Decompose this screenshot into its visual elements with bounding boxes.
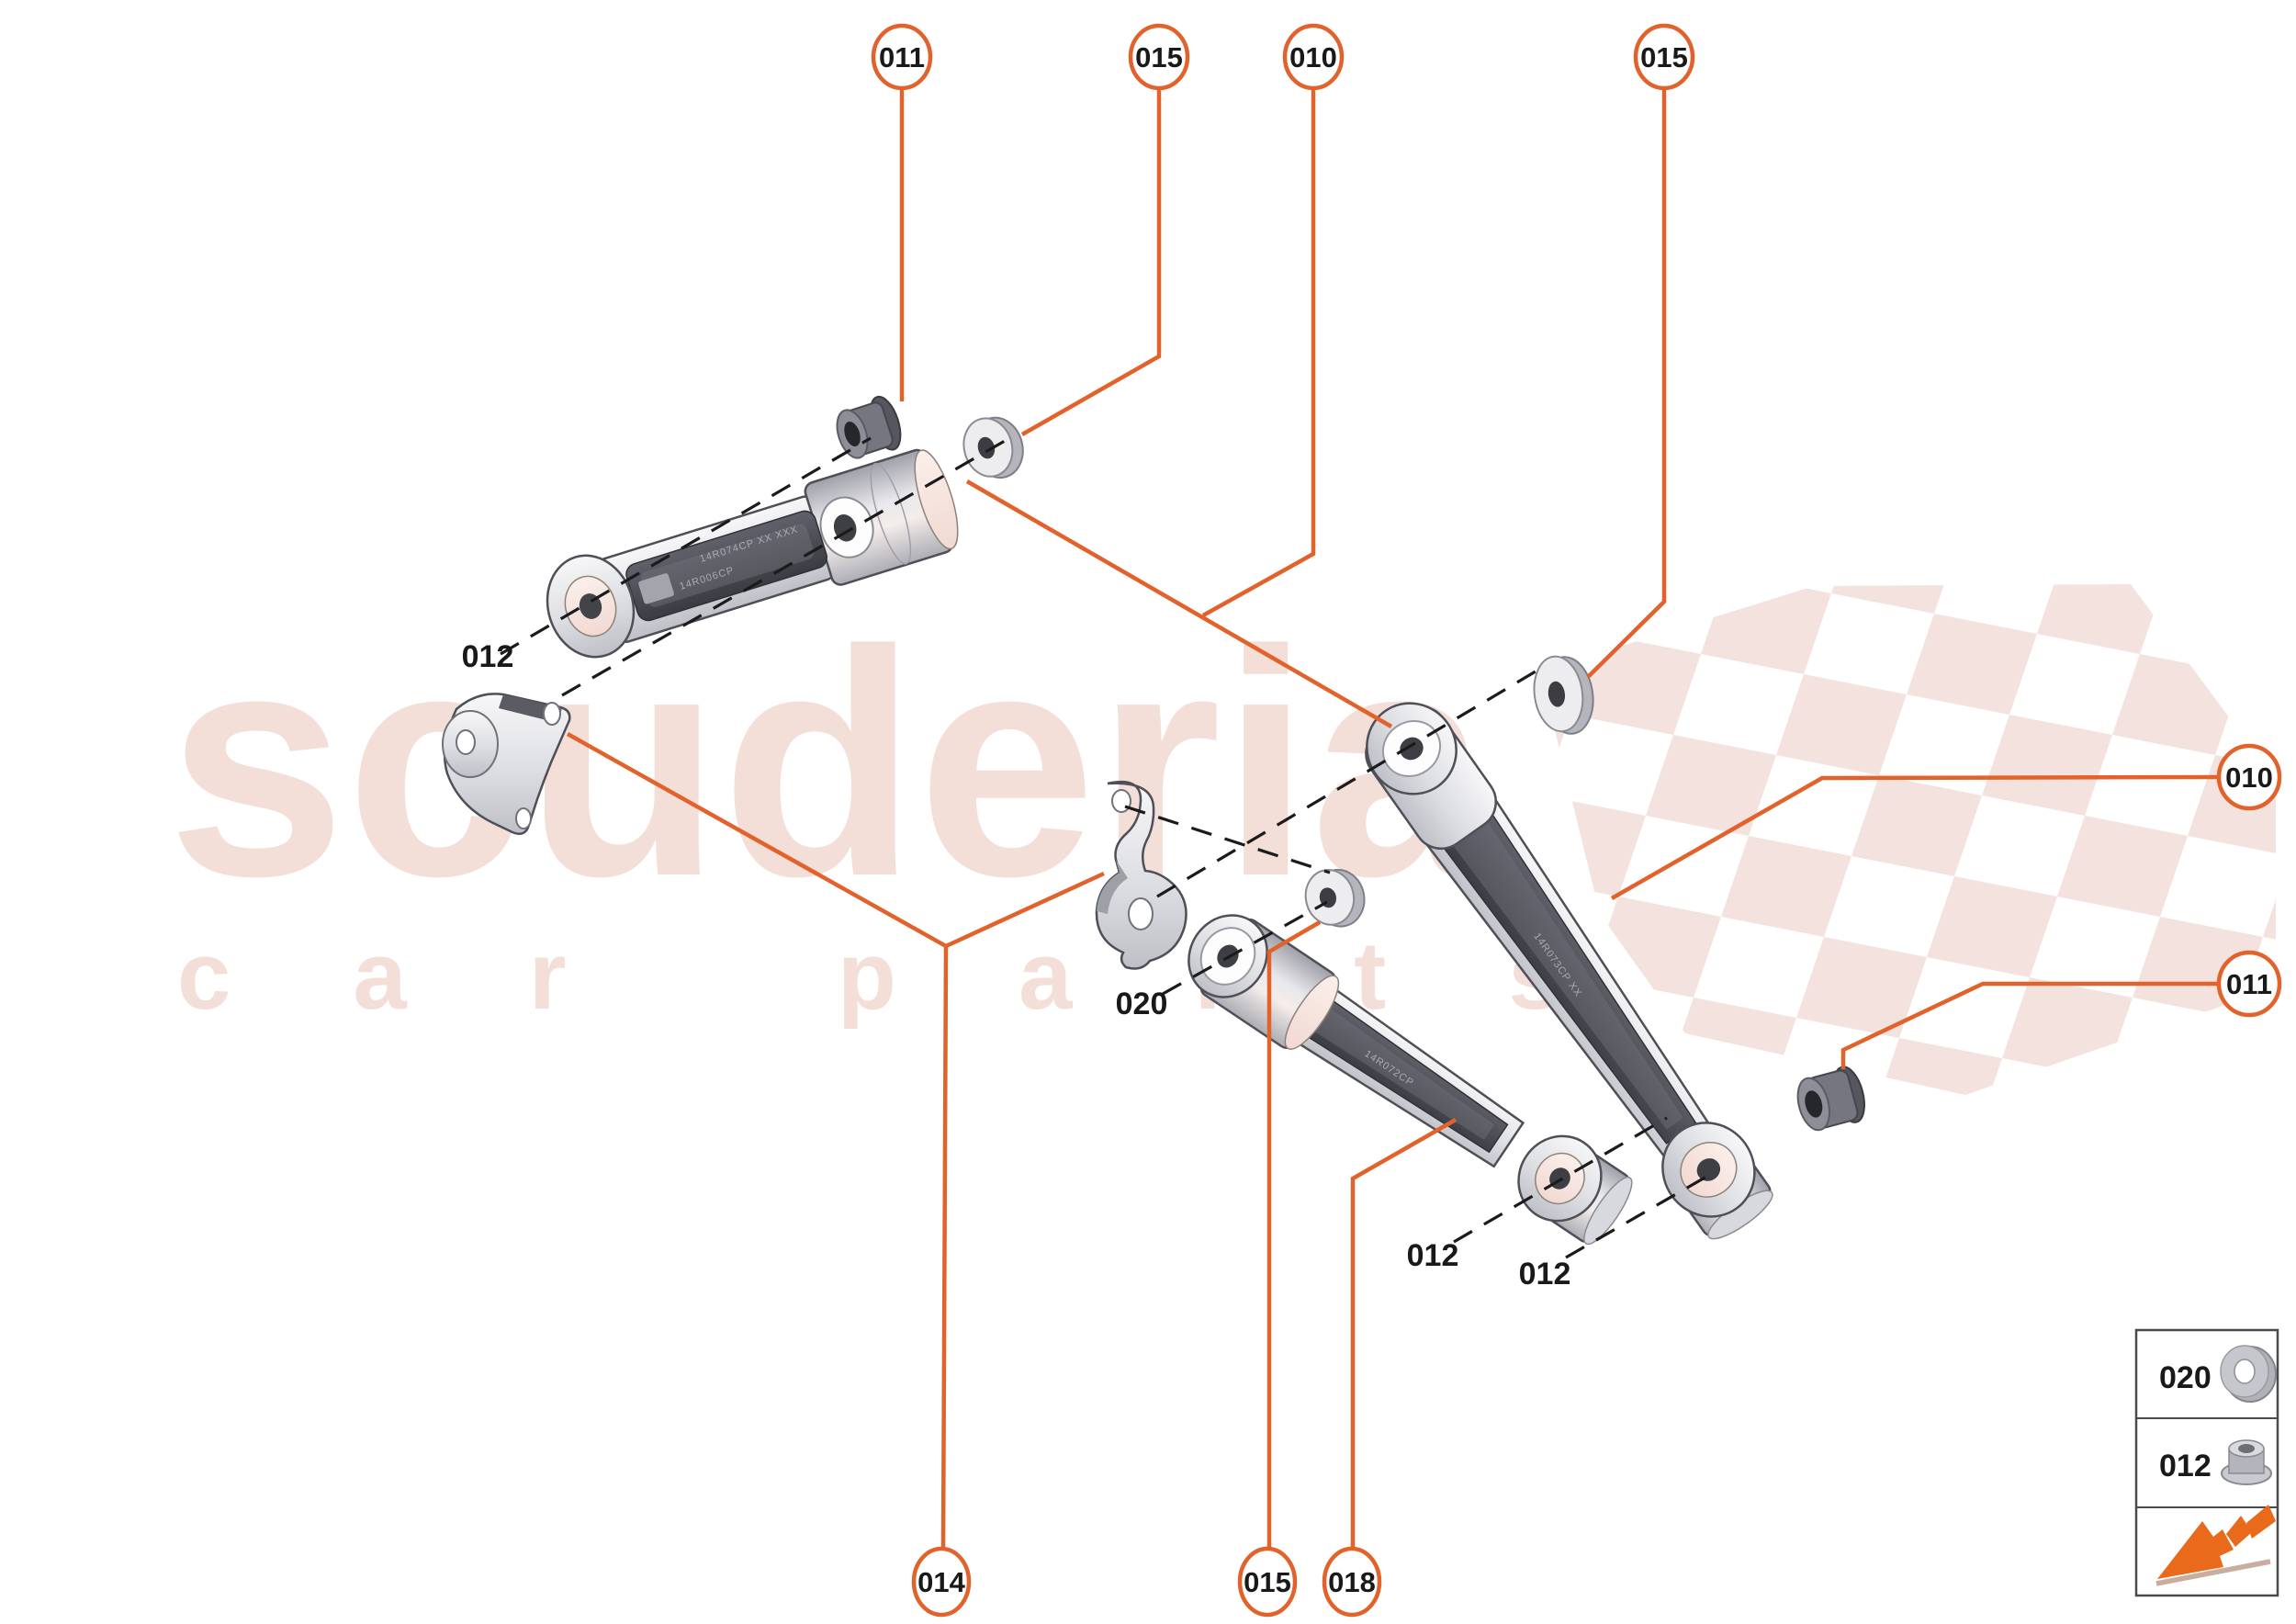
bracket-s-shade	[1097, 860, 1128, 914]
assembly-axis-arm2-washer	[1162, 900, 1328, 996]
leader-015-top-right	[1586, 88, 1667, 679]
callout-015-top-right[interactable]: 015	[1633, 23, 1695, 91]
watermark-brand: scuderia	[167, 584, 1491, 943]
svg-text:012: 012	[2159, 1449, 2212, 1483]
svg-text:020: 020	[2159, 1360, 2212, 1395]
legend-row-washer[interactable]: 020	[2159, 1345, 2277, 1403]
arm3-upper-bore	[1400, 737, 1424, 761]
leader-015-top-left	[1020, 88, 1162, 436]
bracket-left[interactable]	[442, 693, 571, 835]
assembly-axis-arm1-washer	[561, 439, 1006, 697]
arm3-lower-bore	[1696, 1158, 1721, 1181]
callout-014-bottom[interactable]: 014	[911, 1546, 972, 1618]
svg-text:014: 014	[917, 1566, 965, 1598]
washer-top-left[interactable]	[957, 411, 1029, 486]
bracket-left-tab-hole	[515, 807, 532, 829]
nut-top-bore	[844, 421, 861, 447]
arm-lower-link[interactable]: 14R072CP	[1172, 898, 1642, 1254]
arm1-cylinder-end-face	[914, 449, 959, 550]
assembly-axis-arm1-nut	[500, 436, 872, 656]
svg-text:015: 015	[1135, 41, 1183, 73]
label-012-arm3: 012	[1519, 1257, 1571, 1291]
flange-nut-right[interactable]	[1792, 1064, 1870, 1135]
checkered-flag-watermark	[1550, 584, 2276, 1095]
washer-icon	[2220, 1345, 2277, 1403]
assembly-axis-bracket-top	[1124, 805, 1331, 874]
flange-nut-top[interactable]	[830, 393, 906, 465]
nut-right-bore	[1805, 1090, 1823, 1118]
washer-top-left-bore	[977, 436, 996, 459]
svg-text:011: 011	[2226, 968, 2272, 1000]
leader-015-bottom	[1266, 920, 1322, 1549]
callout-015-top-left[interactable]: 015	[1128, 23, 1190, 91]
legend-row-direction[interactable]	[2155, 1505, 2276, 1586]
legend-box: 020 012	[2134, 1328, 2279, 1597]
svg-text:010: 010	[1289, 41, 1337, 73]
callout-011-top[interactable]: 011	[871, 23, 933, 91]
washer-top-right-bore	[1548, 681, 1566, 707]
leader-010-top	[1201, 88, 1316, 617]
bracket-left-top-hole	[543, 702, 561, 726]
assembly-axis-arm2-lower	[1453, 1116, 1668, 1244]
svg-text:011: 011	[879, 41, 925, 73]
leader-010-right	[1610, 774, 2220, 900]
leader-018	[1350, 1118, 1458, 1549]
assembly-axis-arm3-lower	[1565, 1175, 1707, 1259]
svg-text:018: 018	[1328, 1566, 1376, 1598]
flange-nut-icon	[2221, 1439, 2272, 1485]
callout-015-bottom[interactable]: 015	[1237, 1546, 1298, 1618]
label-012-arm2: 012	[1407, 1238, 1459, 1273]
leader-011-right	[1840, 981, 2219, 1069]
leader-010-span	[965, 479, 1393, 728]
svg-text:010: 010	[2225, 761, 2273, 794]
leader-014-drop	[940, 945, 949, 1550]
callout-010-right[interactable]: 010	[2216, 743, 2282, 811]
washer-top-right[interactable]	[1529, 652, 1597, 739]
legend-row-nut[interactable]: 012	[2159, 1439, 2272, 1485]
assembly-axis-bracket-arm3	[1156, 670, 1536, 898]
arm1-keyway	[638, 573, 674, 604]
direction-arrow-icon	[2155, 1505, 2276, 1586]
label-012-arm1: 012	[462, 639, 514, 674]
svg-text:015: 015	[1244, 1566, 1291, 1598]
bracket-s-main-hole	[1128, 897, 1154, 930]
arm-upper-link-left[interactable]: 14R006CP 14R074CP XX XXX	[535, 444, 967, 671]
callout-010-top[interactable]: 010	[1282, 23, 1345, 91]
callout-balloons: 011 015 010 015 010 011 014 015	[871, 23, 2282, 1618]
callout-011-right[interactable]: 011	[2216, 950, 2282, 1018]
callout-018-bottom[interactable]: 018	[1322, 1546, 1382, 1618]
label-020: 020	[1116, 987, 1168, 1021]
svg-text:015: 015	[1640, 41, 1688, 73]
bracket-left-hole	[456, 729, 476, 755]
